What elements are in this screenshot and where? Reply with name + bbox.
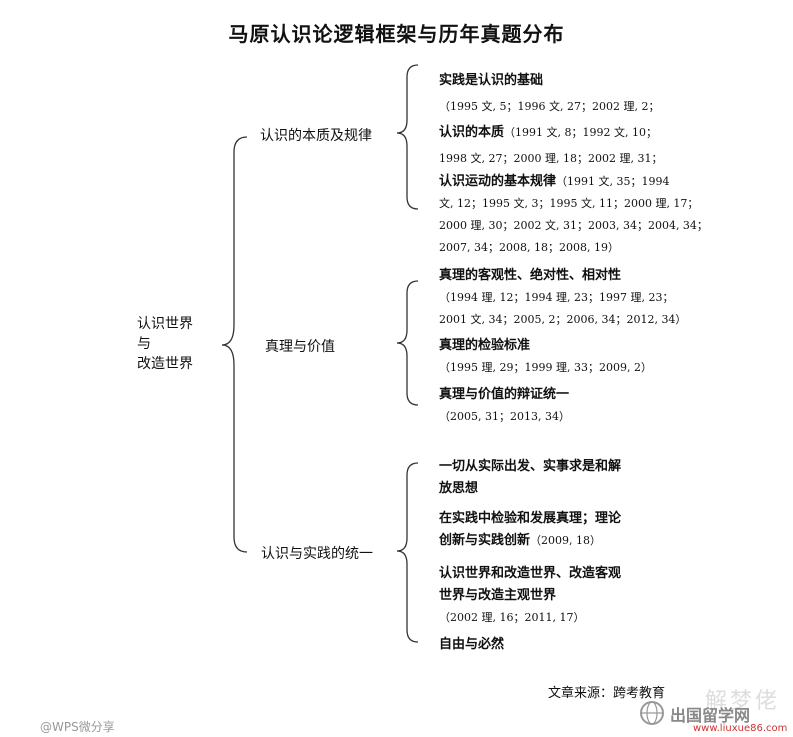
leaf-truth-properties: 真理的客观性、绝对性、相对性 （1994 理, 12；1994 理, 23；19… [439,268,687,326]
site-url[interactable]: www.liuxue86.com [693,723,788,734]
leaf-practice-basis: 实践是认识的基础 （1995 文, 5；1996 文, 27；2002 理, 2… [439,73,660,113]
leaf-truth-criterion: 真理的检验标准 （1995 理, 29；1999 理, 33；2009, 2） [439,338,652,374]
root-brace [221,136,248,553]
root-node: 认识世界 与 改造世界 [137,314,193,374]
leaf-seek-truth-from-facts: 一切从实际出发、实事求是和解 放思想 [439,459,622,496]
page-title: 马原认识论逻辑框架与历年真题分布 [228,22,565,46]
leaf-transform-world: 认识世界和改造世界、改造客观 世界与改造主观世界 （2002 理, 16；201… [439,566,622,624]
leaf-test-develop-truth: 在实践中检验和发展真理；理论 创新与实践创新（2009, 18） [439,511,622,548]
site-brand: 出国留学网 [670,706,751,725]
root-line-1: 认识世界 [137,316,193,332]
leaf-freedom-necessity: 自由与必然 [439,637,505,652]
leaf-cognition-essence: 认识的本质（1991 文, 8；1992 文, 10； 1998 文, 27；2… [439,125,663,165]
leaf-cognition-law: 认识运动的基本规律（1991 文, 35；1994 文, 12；1995 文, … [439,174,708,254]
faint-watermark: 解梦佬 [705,689,781,714]
source-credit: 文章来源：跨考教育 [548,686,666,701]
branch1-brace [396,64,419,210]
site-logo [638,699,666,731]
wps-watermark: @WPS微分享 [40,720,115,734]
branch-label-cognition-practice: 认识与实践的统一 [261,546,373,562]
root-line-3: 改造世界 [137,356,193,372]
branch-label-truth-value: 真理与价值 [265,339,335,355]
branch3-brace [396,462,419,643]
globe-icon [640,701,664,725]
branch2-brace [396,280,419,406]
branch-label-cognition-nature: 认识的本质及规律 [260,128,372,144]
leaf-truth-value-unity: 真理与价值的辩证统一 （2005, 31；2013, 34） [439,387,570,423]
root-line-2: 与 [137,336,151,352]
